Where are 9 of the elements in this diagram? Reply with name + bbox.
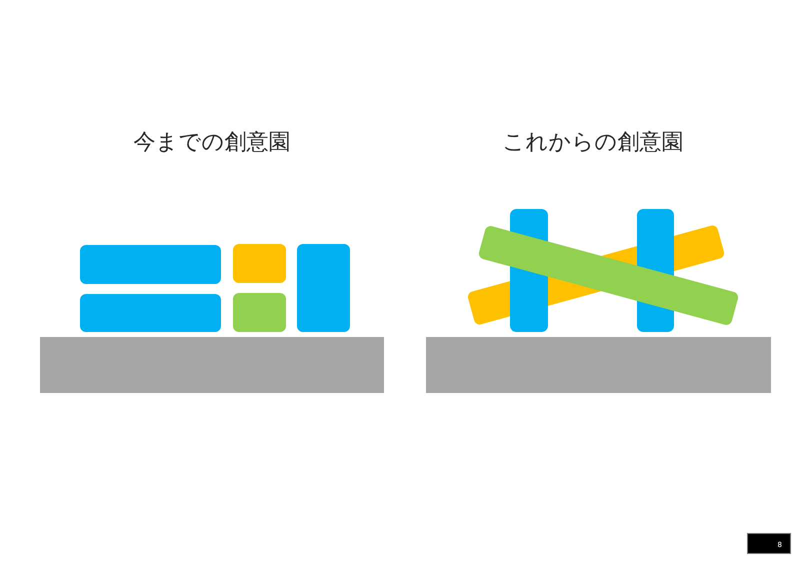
heading: これからの創意園 (502, 132, 684, 154)
long-block (80, 294, 221, 332)
tall-block (297, 244, 350, 332)
ground-slab (40, 337, 384, 393)
square-block (233, 293, 286, 332)
ground-slab (426, 337, 771, 393)
long-block (80, 245, 221, 284)
heading: 今までの創意園 (134, 132, 290, 154)
square-block (233, 244, 286, 283)
